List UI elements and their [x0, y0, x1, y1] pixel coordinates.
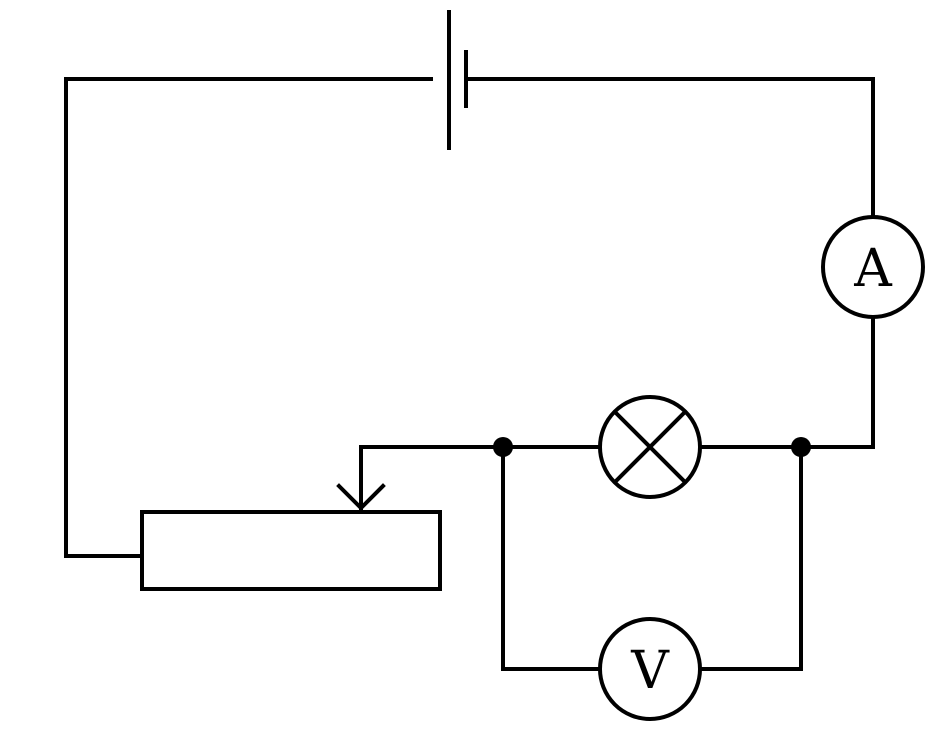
wire-ammeter-to-junction [799, 315, 875, 449]
junction-dot-left [493, 437, 513, 457]
voltmeter-icon: V [598, 617, 702, 721]
junction-dot-right [791, 437, 811, 457]
wire-to-slider [359, 445, 505, 510]
wire-left-loop [64, 77, 433, 558]
lamp-icon [598, 395, 702, 499]
battery-icon [447, 10, 468, 150]
ammeter-icon: A [821, 215, 925, 319]
voltmeter-label: V [630, 641, 670, 701]
ammeter-label: A [853, 239, 893, 299]
rheostat-icon [140, 510, 442, 591]
wire-right-top [464, 77, 875, 219]
wire-voltmeter-left [501, 445, 600, 671]
lamp-cross-b [612, 409, 688, 485]
voltmeter-circle [598, 617, 702, 721]
lamp-circle [598, 395, 702, 499]
wire-voltmeter-right [700, 445, 803, 671]
slider-arrowhead [336, 483, 386, 511]
